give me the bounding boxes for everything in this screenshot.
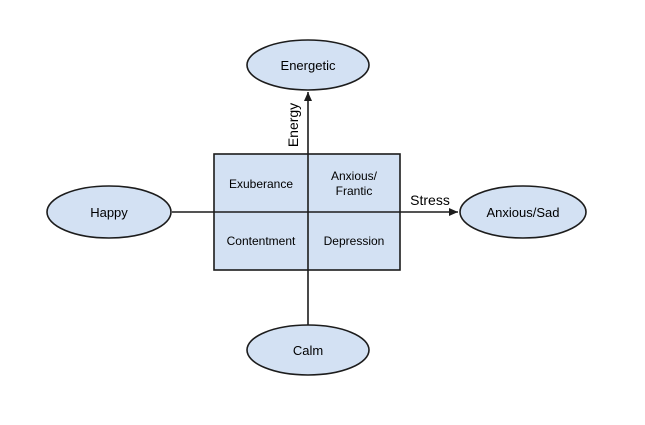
anxious-sad-label: Anxious/Sad xyxy=(487,205,560,220)
energetic-label: Energetic xyxy=(281,58,336,73)
energetic-node xyxy=(246,39,370,91)
quadrant-anxious-frantic-label-line2: Frantic xyxy=(336,184,373,198)
calm-node xyxy=(246,324,370,376)
quadrant-contentment-label: Contentment xyxy=(227,234,296,248)
happy-label: Happy xyxy=(90,205,128,220)
quadrant-exuberance-label: Exuberance xyxy=(229,177,293,191)
happy-node xyxy=(46,185,172,239)
stress-axis-label: Stress xyxy=(410,192,450,208)
energy-axis-label: Energy xyxy=(285,103,301,147)
quadrant-anxious-frantic-label-line1: Anxious/ xyxy=(331,169,378,183)
quadrant-depression-label: Depression xyxy=(324,234,385,248)
anxious-sad-node xyxy=(459,185,587,239)
calm-label: Calm xyxy=(293,343,323,358)
